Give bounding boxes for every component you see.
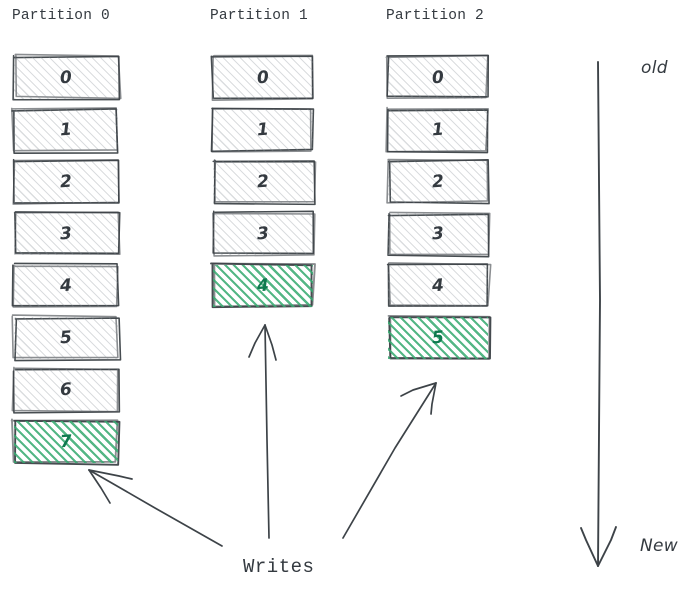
cell-hatch-fill xyxy=(388,109,488,151)
cell-offset-label: 0 xyxy=(59,67,73,89)
column-header-partition-1: Partition 1 xyxy=(210,8,308,24)
writes-label: Writes xyxy=(243,556,315,578)
cell-hatch-fill xyxy=(388,317,488,359)
cell-hatch-fill xyxy=(14,57,118,99)
cell-offset-label: 5 xyxy=(59,327,73,349)
cell-hatch-fill xyxy=(14,213,118,255)
cell-hatch-fill xyxy=(14,161,118,203)
cell-hatch-fill xyxy=(14,369,118,411)
record-cell-partition-1-offset-1: 1 xyxy=(213,109,313,151)
cell-hatch-fill xyxy=(213,57,313,99)
cell-hatch-fill xyxy=(388,265,488,307)
record-cell-partition-2-offset-5: 5 xyxy=(388,317,488,359)
cell-hatch-fill xyxy=(213,109,313,151)
cell-offset-label: 2 xyxy=(256,171,270,193)
cell-offset-label: 7 xyxy=(59,431,73,453)
column-header-partition-2: Partition 2 xyxy=(386,8,484,24)
column-header-partition-0: Partition 0 xyxy=(12,8,110,24)
record-cell-partition-2-offset-1: 1 xyxy=(388,109,488,151)
record-cell-partition-2-offset-3: 3 xyxy=(388,213,488,255)
record-cell-partition-1-offset-3: 3 xyxy=(213,213,313,255)
time-axis-arrow xyxy=(580,61,617,567)
record-cell-partition-1-offset-2: 2 xyxy=(213,161,313,203)
cell-hatch-fill xyxy=(14,109,118,151)
record-cell-partition-0-offset-0: 0 xyxy=(14,57,118,99)
cell-offset-label: 3 xyxy=(431,223,445,245)
cell-offset-label: 2 xyxy=(431,171,445,193)
cell-offset-label: 0 xyxy=(256,67,270,89)
cell-offset-label: 1 xyxy=(59,119,73,141)
record-cell-partition-0-offset-4: 4 xyxy=(14,265,118,307)
cell-hatch-fill xyxy=(213,161,313,203)
cell-offset-label: 4 xyxy=(59,275,73,297)
writes-arrow-to-partition-2 xyxy=(342,382,437,539)
writes-arrow-to-partition-0 xyxy=(88,469,223,547)
cell-hatch-fill xyxy=(388,213,488,255)
record-cell-partition-0-offset-6: 6 xyxy=(14,369,118,411)
record-cell-partition-2-offset-4: 4 xyxy=(388,265,488,307)
record-cell-partition-1-offset-0: 0 xyxy=(213,57,313,99)
record-cell-partition-0-offset-5: 5 xyxy=(14,317,118,359)
cell-hatch-fill xyxy=(213,213,313,255)
old-label: old xyxy=(641,58,668,78)
record-cell-partition-0-offset-3: 3 xyxy=(14,213,118,255)
record-cell-partition-0-offset-2: 2 xyxy=(14,161,118,203)
cell-offset-label: 1 xyxy=(256,119,270,141)
cell-hatch-fill xyxy=(14,265,118,307)
new-label: New xyxy=(640,536,678,556)
cell-offset-label: 5 xyxy=(431,327,445,349)
cell-offset-label: 0 xyxy=(431,67,445,89)
cell-offset-label: 6 xyxy=(59,379,73,401)
cell-offset-label: 2 xyxy=(59,171,73,193)
writes-arrow-to-partition-1 xyxy=(248,324,277,539)
cell-offset-label: 1 xyxy=(431,119,445,141)
cell-hatch-fill xyxy=(14,421,118,463)
cell-hatch-fill xyxy=(14,317,118,359)
record-cell-partition-2-offset-2: 2 xyxy=(388,161,488,203)
record-cell-partition-0-offset-1: 1 xyxy=(14,109,118,151)
cell-offset-label: 4 xyxy=(256,275,270,297)
record-cell-partition-1-offset-4: 4 xyxy=(213,265,313,307)
cell-hatch-fill xyxy=(388,161,488,203)
cell-offset-label: 4 xyxy=(431,275,445,297)
record-cell-partition-0-offset-7: 7 xyxy=(14,421,118,463)
cell-offset-label: 3 xyxy=(256,223,270,245)
cell-offset-label: 3 xyxy=(59,223,73,245)
cell-hatch-fill xyxy=(213,265,313,307)
cell-hatch-fill xyxy=(388,57,488,99)
record-cell-partition-2-offset-0: 0 xyxy=(388,57,488,99)
